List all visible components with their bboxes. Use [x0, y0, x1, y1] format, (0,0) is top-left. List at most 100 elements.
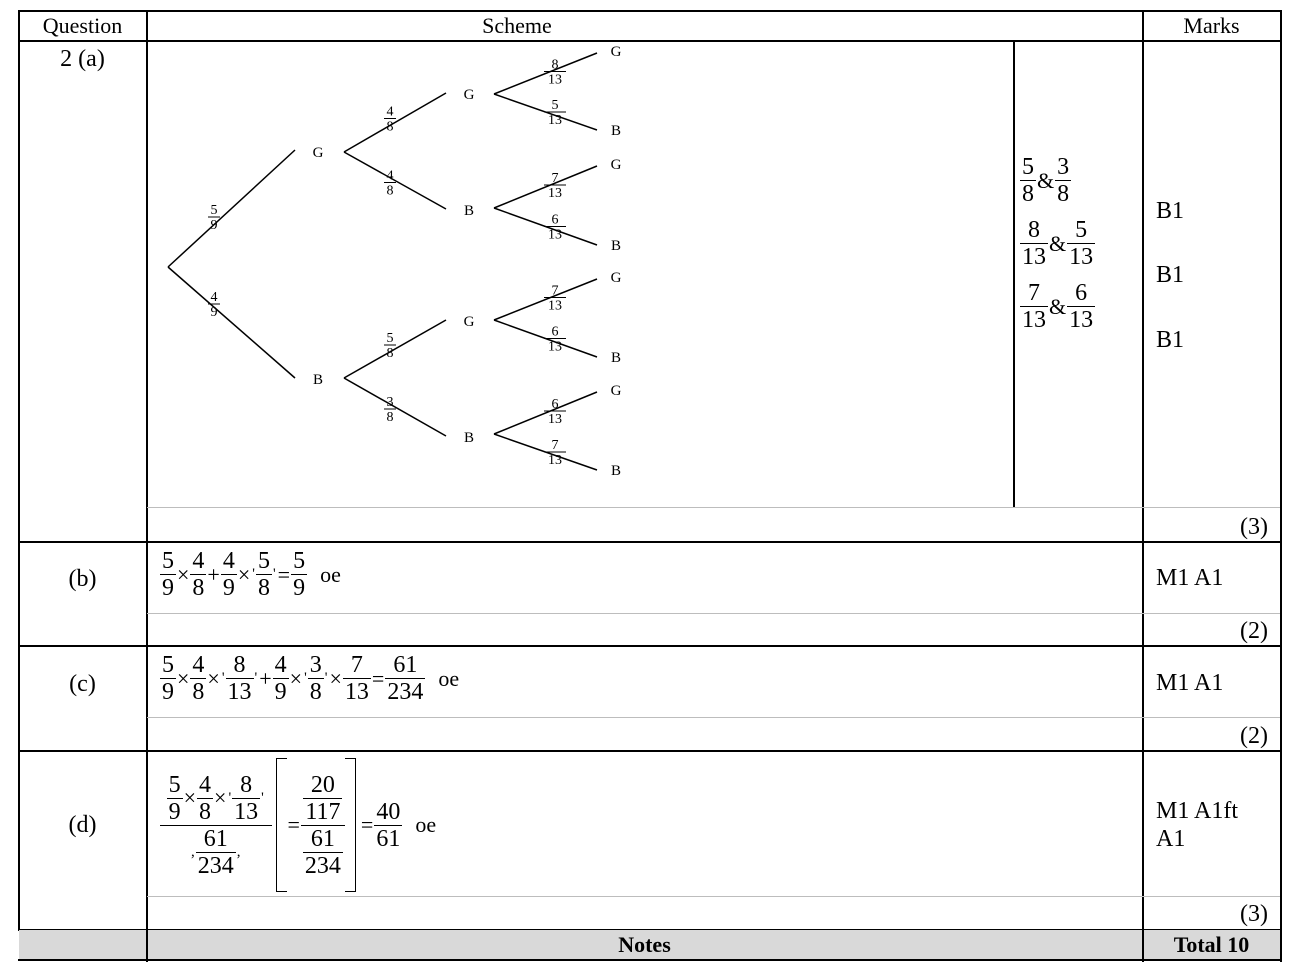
fraction-denominator: 9: [160, 678, 176, 705]
fraction-numerator: 4: [192, 652, 205, 678]
fraction-denominator: 9: [166, 797, 183, 825]
part-d-marks-line1: M1 A1ft: [1156, 798, 1239, 824]
operator: ': [254, 670, 258, 686]
tree-node-label: G: [611, 157, 622, 173]
fraction-denominator: 9: [160, 574, 176, 601]
frac-den: 13: [1067, 306, 1096, 333]
frac-num: 8: [1028, 217, 1040, 243]
fraction-denominator: 13: [225, 678, 254, 705]
tree-branch-probability: 713: [544, 171, 566, 201]
fraction-denominator: 13: [232, 797, 261, 825]
probability-numerator: 3: [387, 395, 394, 410]
right-border: [1280, 10, 1282, 962]
fraction-numerator: 5: [162, 548, 174, 574]
tree-branch: [493, 278, 598, 321]
fraction-denominator: 8: [197, 797, 214, 825]
tree-node-label: B: [611, 123, 621, 139]
operator: =: [277, 561, 291, 587]
part-d-bottom-border: [18, 929, 1281, 931]
fraction-numerator: 61: [203, 825, 228, 852]
fraction-numerator: 5: [162, 652, 174, 678]
left-border: [18, 10, 20, 930]
tree-branch-probability: 59: [208, 203, 220, 233]
probability-denominator: 8: [387, 346, 394, 361]
fraction-numerator: 40: [376, 798, 401, 825]
part-a-mark-3: B1: [1156, 327, 1185, 353]
part-d-total: (3): [1240, 901, 1268, 927]
part-d-marks-line2: A1: [1156, 826, 1186, 852]
probability-denominator: 13: [548, 113, 562, 128]
part-c-subtotal-line: [147, 717, 1280, 718]
probability-denominator: 13: [548, 186, 562, 201]
tree-branch-probability: 513: [544, 98, 566, 128]
probability-denominator: 13: [548, 453, 562, 468]
part-b-marks: M1 A1: [1156, 565, 1224, 591]
frac-num: 7: [1028, 280, 1040, 306]
operator: ': [221, 670, 225, 686]
part-b-label: (b): [68, 566, 97, 592]
frac-den: 13: [1067, 243, 1096, 270]
tree-branch: [343, 151, 447, 210]
probability-numerator: 6: [552, 213, 559, 228]
part-a-mark-2: B1: [1156, 262, 1185, 288]
operator: ': [252, 566, 255, 582]
frac-num: 6: [1075, 280, 1088, 306]
tree-node-label: G: [464, 87, 475, 103]
probability-denominator: 9: [211, 218, 218, 233]
probability-denominator: 8: [387, 184, 394, 199]
tree-node-label: B: [611, 463, 621, 479]
fraction-denominator: 117: [303, 797, 343, 825]
notes-col-divider-2: [1142, 930, 1144, 960]
probability-numerator: 7: [552, 171, 559, 186]
tree-node-label: G: [611, 44, 622, 60]
operator: ×: [214, 785, 227, 810]
operator: ×: [177, 561, 190, 587]
frac-den: 13: [1020, 243, 1048, 270]
tree-node-label: B: [611, 238, 621, 254]
fraction-numerator: 20: [310, 771, 335, 798]
fraction-denominator: 8: [307, 678, 324, 705]
tree-node-label: B: [464, 430, 474, 446]
part-a-bottom-border: [18, 541, 1281, 543]
header-bottom-border: [18, 40, 1281, 42]
tree-node-label: G: [611, 270, 622, 286]
probability-denominator: 9: [211, 305, 218, 320]
bracket-left: [275, 758, 287, 892]
frac-num: 5: [1075, 217, 1088, 243]
operator: =: [371, 665, 385, 691]
part-d-oe: oe: [415, 812, 437, 837]
part-a-total: (3): [1240, 514, 1268, 540]
operator: ×: [329, 665, 342, 691]
frac-den: 8: [1055, 180, 1072, 207]
fraction-numerator: 4: [192, 548, 205, 574]
tree-branch-probability: 48: [384, 169, 396, 199]
operator: ': [304, 670, 307, 686]
part-c-label: (c): [69, 671, 96, 697]
fraction-numerator: 61: [310, 825, 335, 852]
notes-heading: Notes: [618, 932, 671, 957]
tree-node-label: G: [611, 383, 622, 399]
operator: ,: [191, 843, 195, 860]
probability-numerator: 4: [211, 290, 218, 305]
probability-numerator: 5: [211, 203, 218, 218]
tree-branch-probability: 713: [544, 438, 566, 468]
probability-numerator: 8: [552, 58, 559, 73]
fraction-numerator: 4: [274, 652, 287, 678]
